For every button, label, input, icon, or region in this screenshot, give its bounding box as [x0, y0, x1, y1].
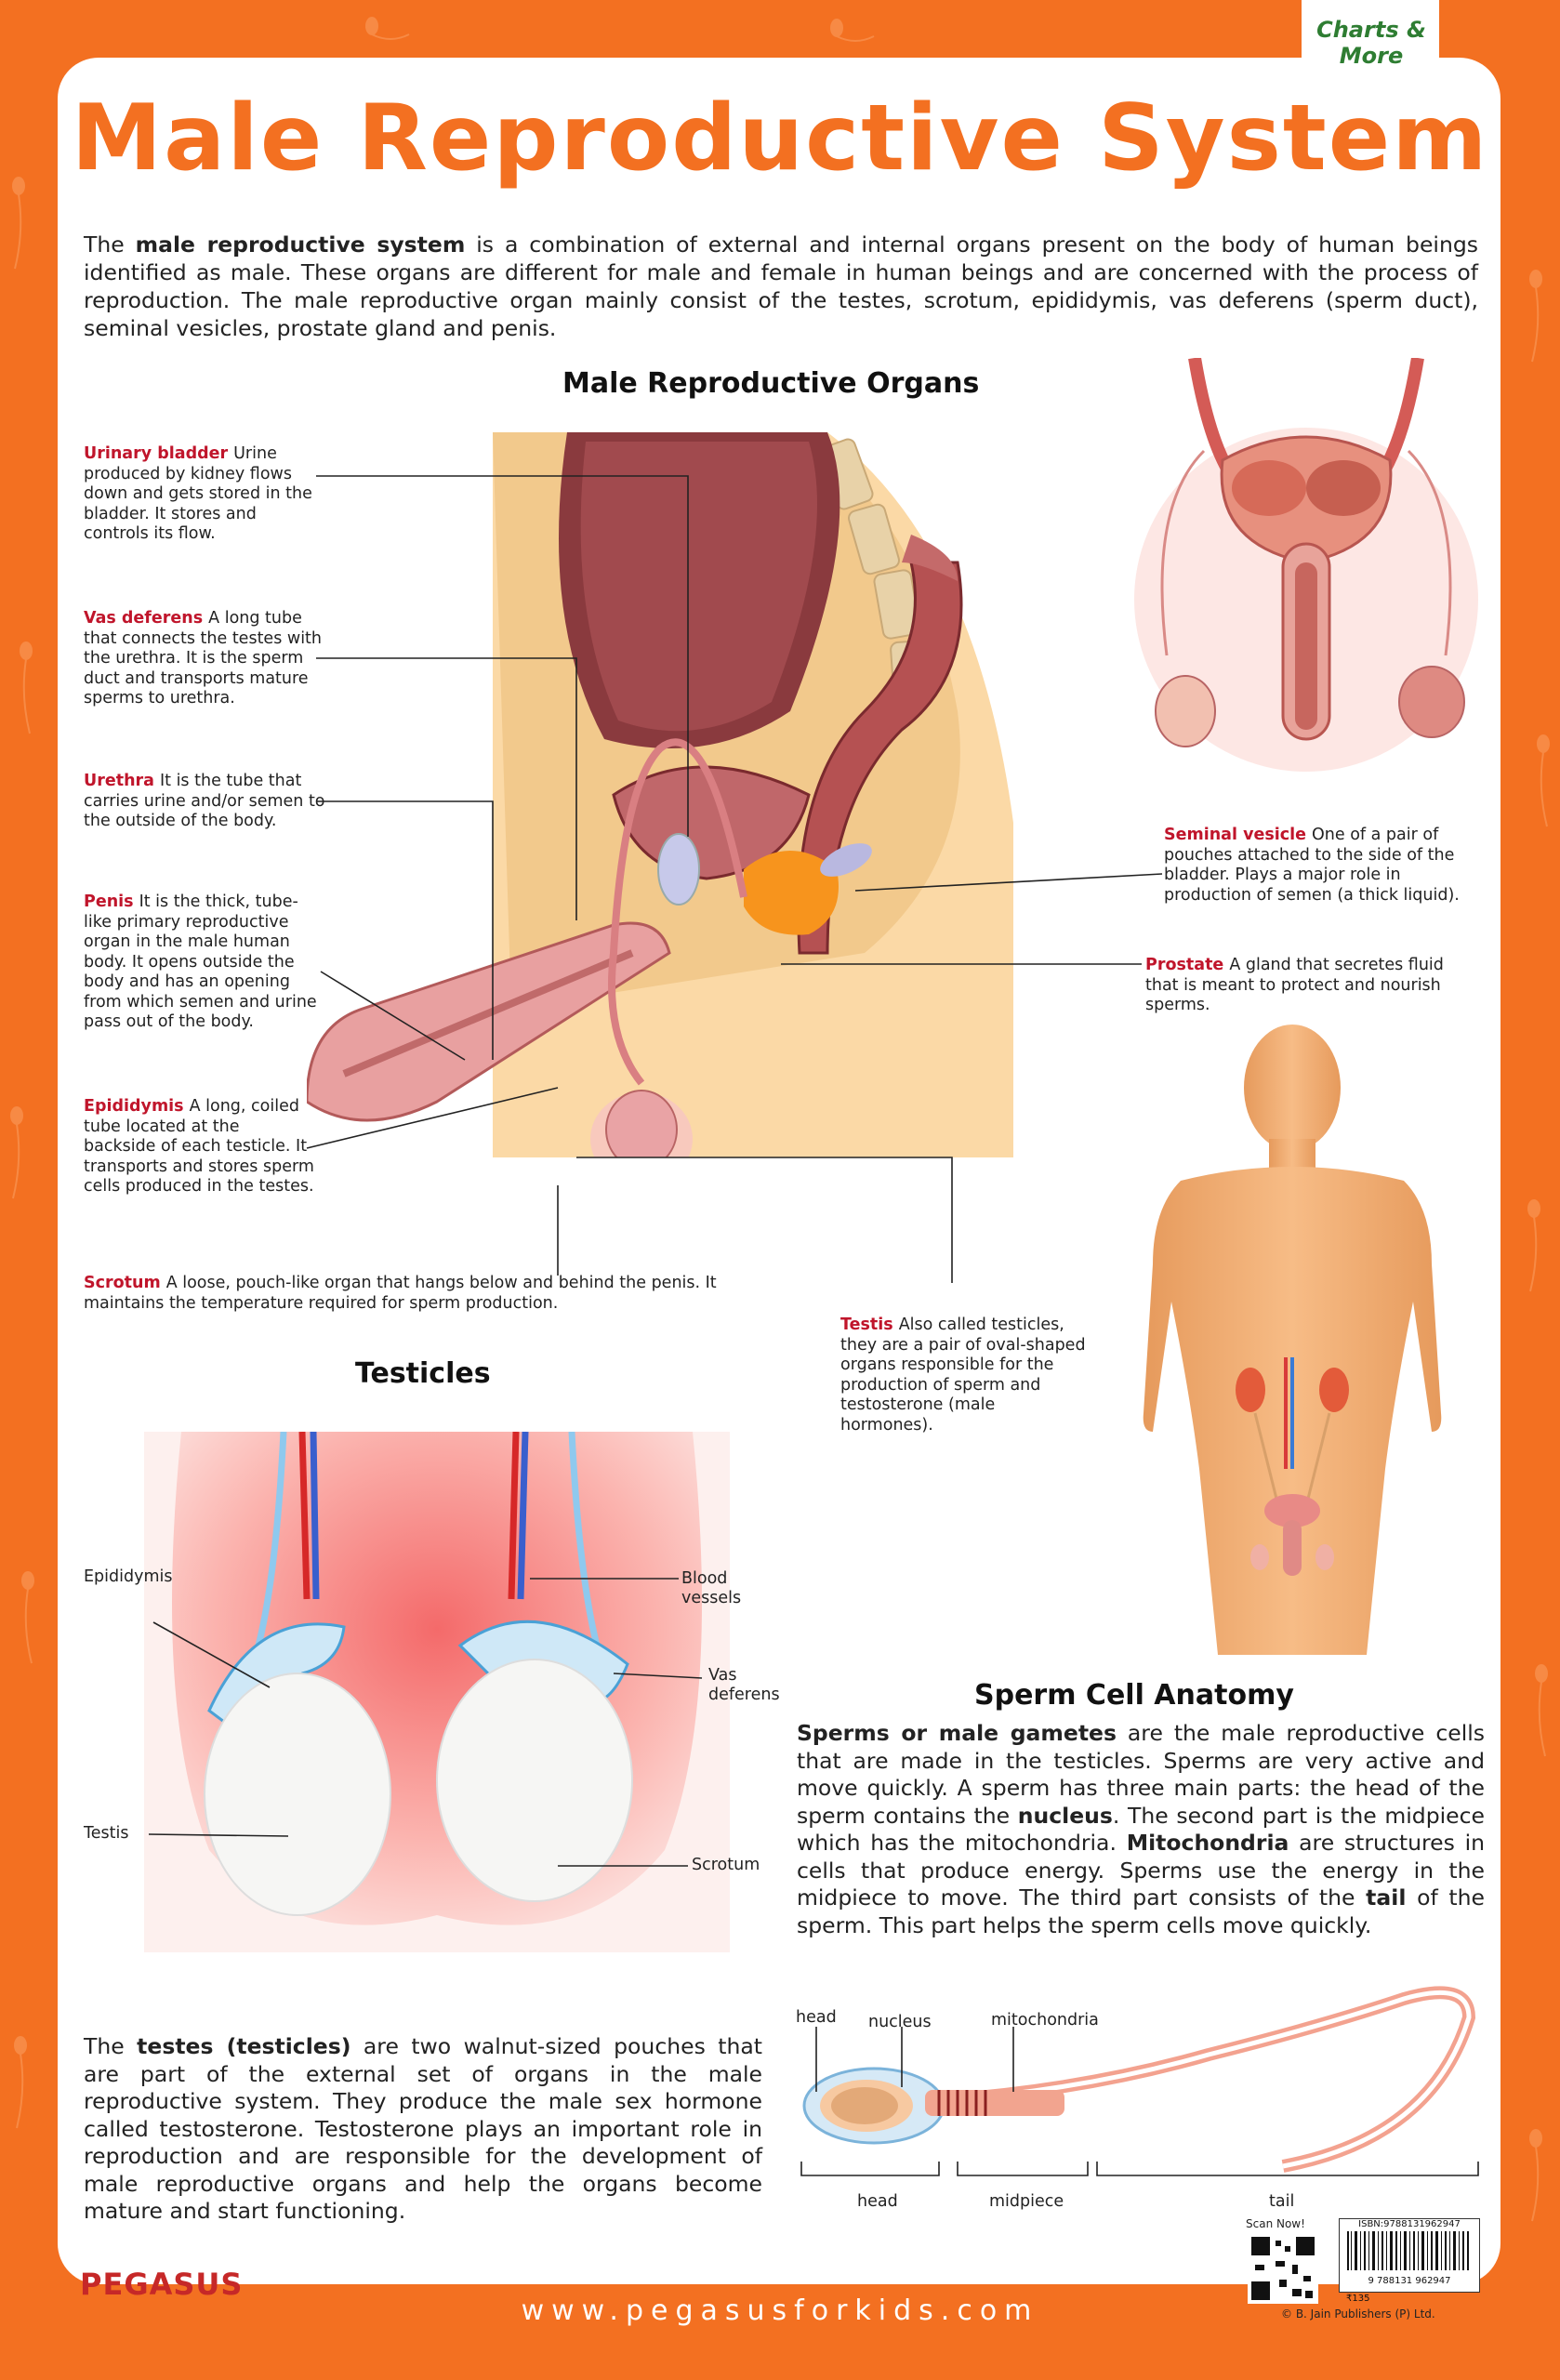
qr-code — [1248, 2233, 1318, 2304]
testicles-heading: Testicles — [355, 1357, 491, 1390]
price: ₹135 — [1346, 2294, 1370, 2304]
front-view-illustration — [1134, 358, 1478, 772]
testicles-label-testis: Testis — [84, 1824, 129, 1843]
sperm-label-mitochondria: mitochondria — [991, 2011, 1099, 2030]
testicles-label-vas-deferens: Vas deferens — [708, 1666, 780, 1704]
testicles-label-blood-vessels: Blood vessels — [681, 1569, 742, 1607]
testicles-label-epididymis: Epididymis — [84, 1567, 173, 1586]
footer-url: www.pegasusforkids.com — [521, 2294, 1039, 2327]
sperm-diagram — [800, 1986, 1479, 2176]
scan-label: Scan Now! — [1246, 2217, 1305, 2230]
brand-badge — [1302, 0, 1439, 104]
sperm-label-head-bottom: head — [857, 2192, 898, 2211]
testicles-illustration — [144, 1432, 730, 1952]
sperm-label-tail: tail — [1269, 2192, 1295, 2211]
intro-paragraph: The male reproductive system is a combin… — [84, 231, 1478, 341]
sperm-heading: Sperm Cell Anatomy — [974, 1679, 1294, 1712]
organs-heading: Male Reproductive Organs — [562, 367, 980, 400]
brand-logo: Charts & More — [1316, 17, 1426, 69]
page-title: Male Reproductive System — [71, 86, 1489, 192]
sperm-label-nucleus: nucleus — [868, 2013, 932, 2031]
sperm-label-midpiece: midpiece — [989, 2192, 1064, 2211]
barcode-number: 9 788131 962947 — [1368, 2276, 1451, 2286]
sagittal-section-illustration — [307, 432, 1013, 1157]
isbn-barcode-box: ISBN:9788131962947 9 788131 962947 — [1339, 2218, 1480, 2293]
publisher-logo: PEGASUS — [80, 2267, 244, 2302]
human-body-illustration — [1143, 1025, 1442, 1655]
testicles-label-scrotum: Scrotum — [692, 1856, 760, 1874]
testes-paragraph: The testes (testicles) are two walnut-si… — [84, 2033, 762, 2224]
barcode — [1347, 2231, 1469, 2270]
copyright: © B. Jain Publishers (P) Ltd. — [1281, 2307, 1435, 2320]
sperm-label-head-top: head — [796, 2008, 837, 2027]
sperm-paragraph: Sperms or male gametes are the male repr… — [797, 1720, 1485, 1938]
isbn-text: ISBN:9788131962947 — [1358, 2219, 1461, 2229]
